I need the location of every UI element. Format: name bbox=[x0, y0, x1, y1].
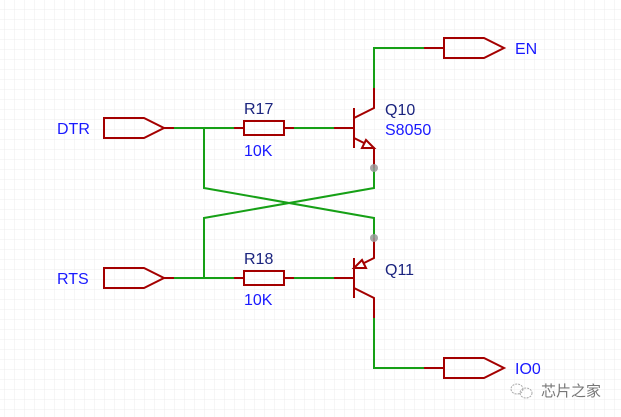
wires bbox=[174, 47, 424, 369]
emitter-arrow-icon bbox=[360, 138, 377, 149]
port-rts-label: RTS bbox=[57, 271, 89, 288]
r17-designator: R17 bbox=[244, 101, 273, 118]
port-dtr[interactable] bbox=[103, 117, 174, 139]
port-dtr-label: DTR bbox=[57, 121, 90, 138]
wire-rts-cross bbox=[203, 168, 375, 278]
r17-value: 10K bbox=[244, 143, 273, 160]
transistor-q11[interactable] bbox=[334, 238, 375, 318]
q10-designator: Q10 bbox=[385, 102, 415, 119]
resistor-r18[interactable] bbox=[234, 270, 294, 286]
watermark: 芯片之家 bbox=[510, 382, 601, 400]
wire-q10-collector-to-en bbox=[373, 47, 424, 88]
port-io0[interactable] bbox=[424, 357, 507, 379]
port-en[interactable] bbox=[424, 37, 507, 59]
wire-q11-collector-to-io0 bbox=[373, 318, 424, 369]
q11-designator: Q11 bbox=[385, 262, 414, 279]
port-io0-label: IO0 bbox=[515, 361, 541, 378]
watermark-text: 芯片之家 bbox=[541, 382, 601, 400]
r18-value: 10K bbox=[244, 292, 273, 309]
port-en-label: EN bbox=[515, 41, 537, 58]
junction-dot-q11-emitter bbox=[370, 234, 378, 242]
port-rts[interactable] bbox=[103, 267, 174, 289]
components bbox=[103, 37, 507, 379]
transistor-q10[interactable] bbox=[334, 88, 377, 168]
wechat-icon bbox=[510, 383, 533, 399]
resistor-r17[interactable] bbox=[234, 120, 294, 136]
junction-dot-q10-emitter bbox=[370, 164, 378, 172]
q10-part-number: S8050 bbox=[385, 122, 431, 139]
emitter-arrow-icon bbox=[351, 258, 368, 269]
r18-designator: R18 bbox=[244, 251, 273, 268]
